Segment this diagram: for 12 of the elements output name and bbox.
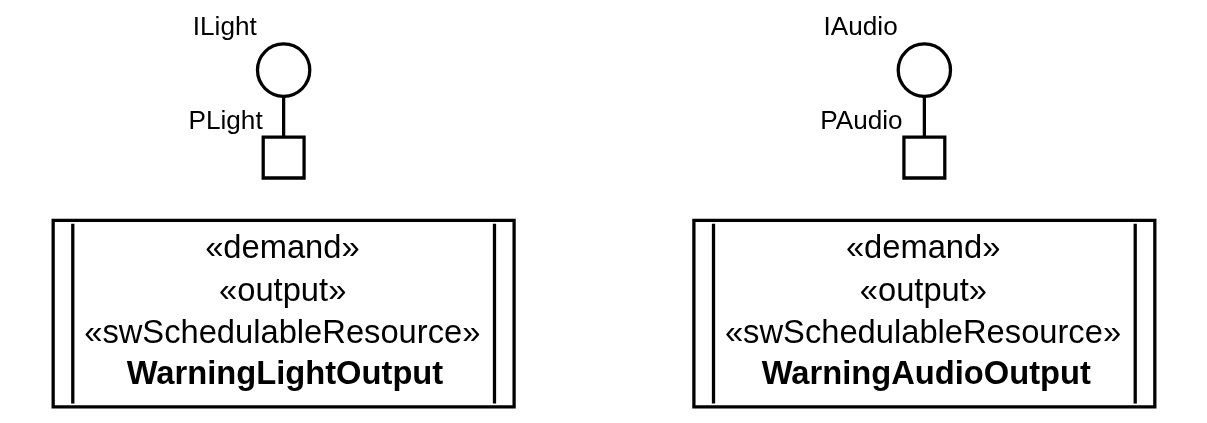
node-circle [896,42,952,98]
node-label: ILight [192,11,257,42]
node-label: PLight [188,104,263,135]
node-box [261,135,306,180]
node-circle [255,42,311,98]
node-box [901,135,946,180]
node-label: IAudio [823,11,898,42]
node-box: «demand» «output» «swSchedulableResource» WarningLightOutput [51,218,516,409]
node-box: «demand» «output» «swSchedulableResource» WarningAudioOutput [691,218,1156,409]
connector [922,96,926,137]
connector [281,96,285,137]
node-label: PAudio [819,104,903,135]
